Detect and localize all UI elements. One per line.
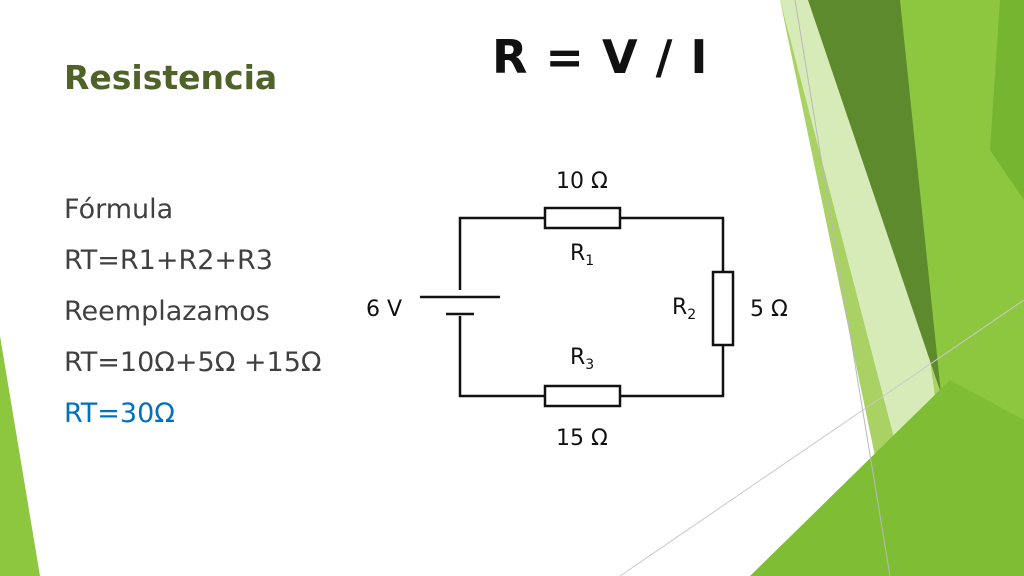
right-shape-stripe — [990, 0, 1024, 200]
r1-symbol: R — [570, 241, 585, 266]
slide-title: Resistencia — [64, 58, 278, 97]
source-voltage-label: 6 V — [366, 297, 402, 322]
wire-top-right — [620, 216, 725, 272]
calculation-lines: Fórmula RT=R1+R2+R3 Reemplazamos RT=10Ω+… — [64, 184, 322, 439]
r1-value-label: 10 Ω — [556, 169, 608, 194]
r2-subscript: 2 — [687, 307, 696, 323]
r3-subscript: 3 — [585, 357, 594, 373]
wire-bottom-left — [458, 316, 545, 398]
result-line: RT=30Ω — [64, 398, 175, 429]
substitute-label: Reemplazamos — [64, 296, 270, 327]
right-shape-mid — [900, 0, 1024, 576]
series-circuit-diagram: 6 V 10 Ω R1 R2 5 Ω R3 15 Ω — [366, 169, 788, 451]
wire-right-bottom — [620, 345, 725, 398]
series-formula: RT=R1+R2+R3 — [64, 245, 273, 276]
right-shape-dark — [808, 0, 1000, 420]
r1-subscript: 1 — [585, 253, 594, 269]
circuit-wires — [458, 216, 725, 398]
r2-value-label: 5 Ω — [750, 297, 788, 322]
r2-label: R2 — [672, 295, 696, 323]
r2-symbol: R — [672, 295, 687, 320]
left-corner-shape — [0, 336, 40, 576]
resistor-r1 — [543, 206, 622, 230]
r3-symbol: R — [570, 345, 585, 370]
formula-label: Fórmula — [64, 194, 174, 225]
r1-label: R1 — [570, 241, 594, 269]
substituted-values: RT=10Ω+5Ω +15Ω — [64, 347, 322, 378]
resistor-r2 — [711, 270, 735, 347]
ohm-law-formula: R = V / I — [492, 30, 709, 84]
resistor-r3 — [543, 384, 622, 408]
wire-top-left — [458, 216, 545, 290]
r3-value-label: 15 Ω — [556, 426, 608, 451]
r3-label: R3 — [570, 345, 594, 373]
